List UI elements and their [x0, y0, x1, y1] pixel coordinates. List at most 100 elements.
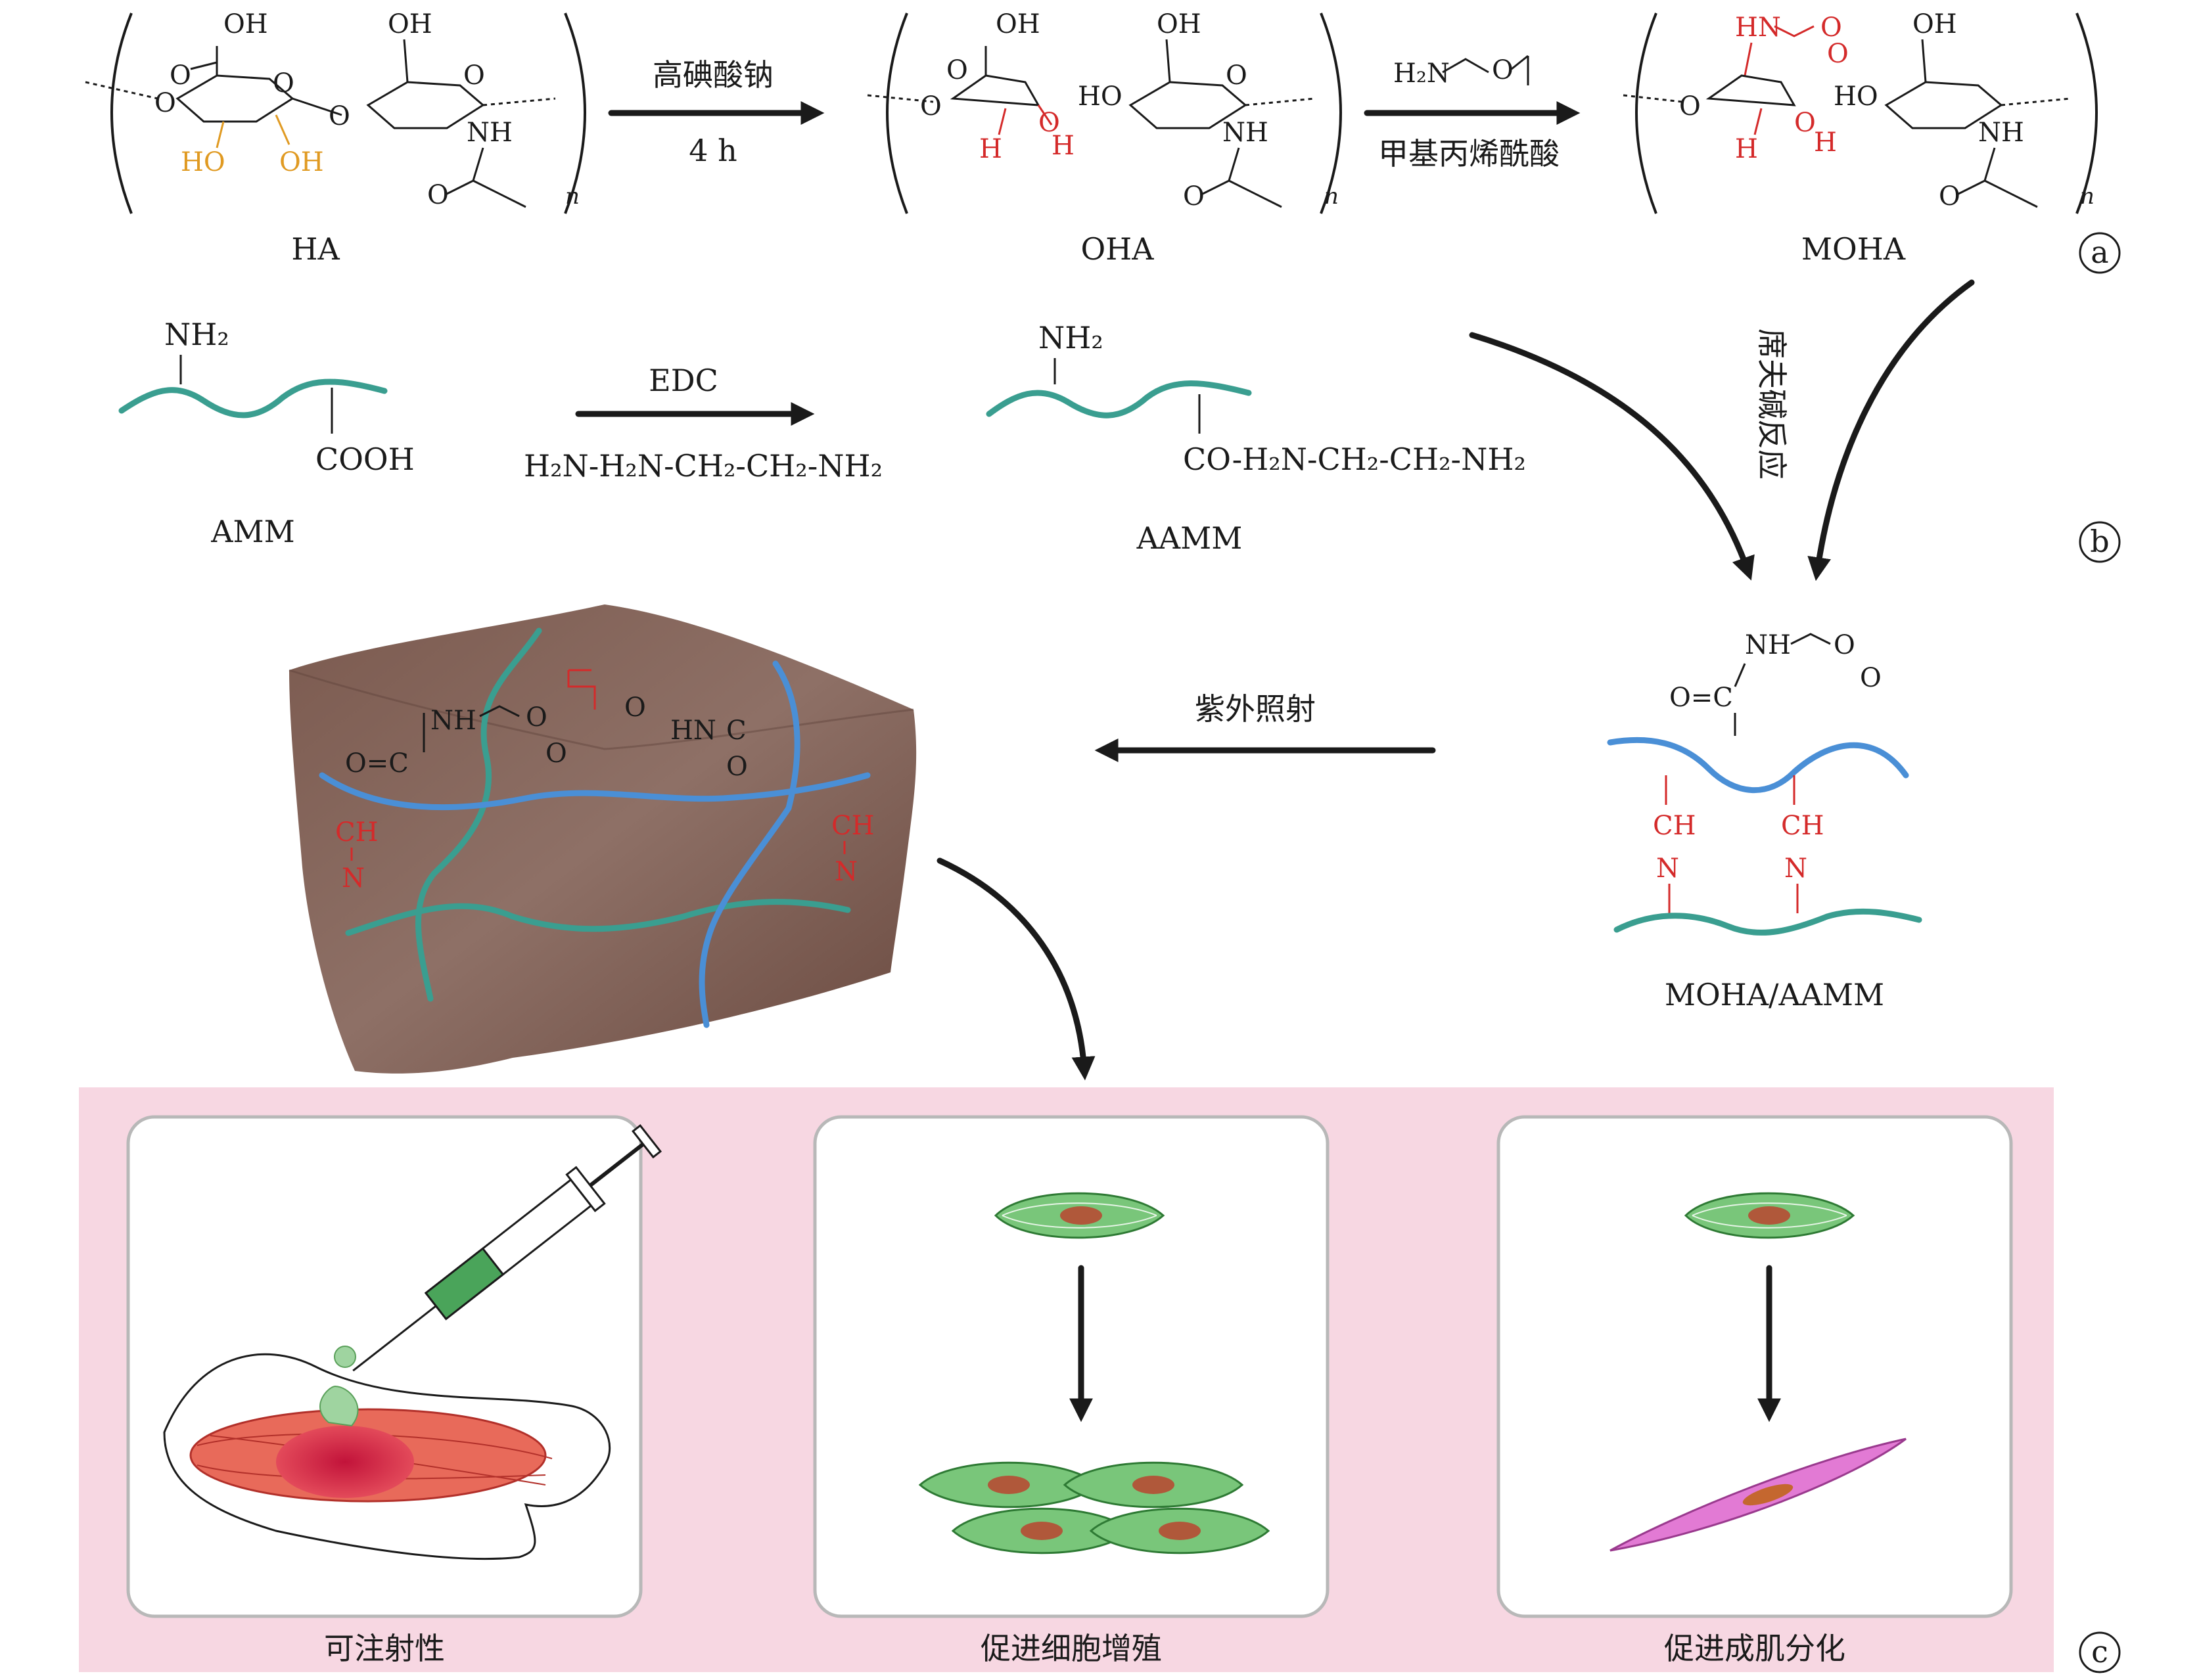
step1-time: 4 h [689, 133, 737, 168]
panel2-caption: 促进细胞增殖 [981, 1631, 1162, 1666]
row-a-synthesis: n O OH O O HO OH O OH O NH O HA [85, 9, 2121, 274]
gel-o4: O [726, 752, 748, 782]
hydrogel-block: NH O O O HN C O O=C CH N CH N [289, 604, 917, 1074]
arrow-aamm-to-gel [1469, 332, 1755, 581]
ha-o-acid: O [170, 60, 191, 91]
oha-label: OHA [1080, 231, 1154, 267]
ha-oh-top2: OH [388, 9, 432, 39]
ha-ring-o2: O [463, 60, 485, 91]
ha-o-link: O [329, 101, 350, 131]
gel-ch-right: CH [831, 811, 875, 841]
schiff-base-label: 席夫碱反应 [1754, 329, 1790, 480]
moha-aamm-composite: NH O O O=C CH N CH N MOHA/AAMM [1607, 630, 1922, 1012]
panel-differentiation: 促进成肌分化 [1496, 1115, 2013, 1666]
panel-label-a: a [2079, 232, 2121, 274]
ha-label: HA [291, 231, 340, 267]
gel-droplet-falling [334, 1346, 356, 1368]
comp-n-left: N [1656, 853, 1679, 884]
moha-label: MOHA [1801, 231, 1906, 267]
gel-n-right: N [835, 857, 858, 887]
moha-o-left: O [1679, 91, 1701, 122]
amm-label: AMM [210, 514, 294, 549]
ha-oh-orange: OH [279, 147, 324, 177]
moha-nh: NH [1978, 118, 2024, 148]
gel-ch-left: CH [335, 817, 379, 848]
moha-n-subscript: n [2080, 183, 2095, 210]
row-b-synthesis: NH₂ COOH AMM EDC H₂N-H₂N-CH₂-CH₂-NH₂ NH₂… [118, 279, 2121, 581]
gel-o2: O [545, 738, 567, 769]
moha-structure: n HN O O O H O H HO OH NH O MOHA [1623, 9, 2098, 267]
panel-proliferation: 促进细胞增殖 [813, 1115, 1330, 1666]
oha-n-subscript: n [1324, 183, 1339, 210]
step2-reagent-name: 甲基丙烯酰酸 [1378, 136, 1560, 171]
moha-o-red3: O [1794, 108, 1816, 138]
oha-ho: HO [1078, 81, 1123, 112]
composite-label: MOHA/AAMM [1665, 977, 1884, 1012]
oha-h-red2: H [1052, 131, 1075, 161]
panel-injectability: 可注射性 [126, 1115, 662, 1666]
gel-o1: O [526, 702, 547, 733]
svg-text:b: b [2090, 524, 2109, 559]
amm-chain [118, 378, 388, 419]
uv-label: 紫外照射 [1195, 691, 1316, 727]
step1-reagent: 高碘酸钠 [653, 57, 774, 93]
step2-o: O [1492, 55, 1514, 85]
cell-top [994, 1192, 1165, 1239]
moha-h-red1: H [1735, 134, 1758, 164]
oha-o-amide: O [1183, 181, 1205, 212]
oha-h-red1: H [979, 134, 1002, 164]
ha-structure: n O OH O O HO OH O OH O NH O HA [85, 9, 586, 267]
arrow-moha-to-gel [1807, 279, 1975, 581]
cell-cluster [918, 1461, 1270, 1555]
ha-n-subscript: n [565, 183, 580, 210]
moha-o-red1: O [1820, 12, 1842, 43]
arrow-gel-to-apps [937, 857, 1096, 1081]
gel-droplet-in-wound [319, 1385, 359, 1427]
comp-o2: O [1860, 663, 1882, 693]
gel-hn: HN [670, 715, 716, 746]
gel-cube [289, 604, 917, 1074]
comp-ch-left: CH [1653, 811, 1696, 841]
comp-n-right: N [1784, 853, 1807, 884]
panel-label-b: b [2079, 521, 2121, 563]
gel-o-eq-c: O=C [345, 748, 409, 779]
ha-ring-o: O [273, 68, 294, 99]
comp-o1: O [1834, 630, 1855, 660]
oha-o-red: O [1038, 108, 1060, 138]
aamm-label: AAMM [1136, 520, 1243, 556]
aamm-side-group: CO-H₂N-CH₂-CH₂-NH₂ [1183, 442, 1526, 477]
moha-o-amide: O [1939, 181, 1960, 212]
moha-ho: HO [1834, 81, 1878, 112]
oha-oh-top2: OH [1157, 9, 1201, 39]
ha-o-amide: O [427, 180, 449, 210]
svg-text:c: c [2091, 1634, 2108, 1669]
aamm-nh2: NH₂ [1038, 320, 1103, 355]
ha-ho-orange: HO [181, 147, 225, 177]
moha-hn-red: HN [1735, 12, 1781, 43]
step2-reagent-formula: H₂N [1393, 58, 1450, 89]
comp-nh: NH [1745, 630, 1791, 660]
aamm-chain [986, 380, 1252, 419]
oha-oh-top: OH [996, 9, 1040, 39]
panel-label-c: c [2079, 1631, 2121, 1673]
panel3-caption: 促进成肌分化 [1664, 1631, 1845, 1666]
gel-n-left: N [342, 863, 365, 894]
moha-oh-top: OH [1912, 9, 1957, 39]
panel1-caption: 可注射性 [324, 1631, 445, 1666]
moha-h-red2: H [1814, 127, 1837, 158]
amm-nh2: NH₂ [164, 317, 229, 352]
oha-structure: n O OH O H O H HO OH O NH O OHA [867, 9, 1342, 267]
cell-top-3 [1684, 1192, 1855, 1239]
svg-text:a: a [2091, 235, 2108, 270]
oha-ring-o: O [1226, 60, 1247, 91]
ha-nh: NH [467, 118, 513, 148]
oha-o-acid: O [946, 55, 968, 85]
comp-o-eq-c: O=C [1669, 683, 1733, 713]
comp-ch-right: CH [1781, 811, 1824, 841]
ha-oh-top: OH [223, 9, 268, 39]
oha-o-left: O [920, 91, 942, 122]
row-c-applications: 可注射性 促进细胞增殖 [79, 1087, 2121, 1673]
moha-o-red2: O [1827, 39, 1849, 69]
